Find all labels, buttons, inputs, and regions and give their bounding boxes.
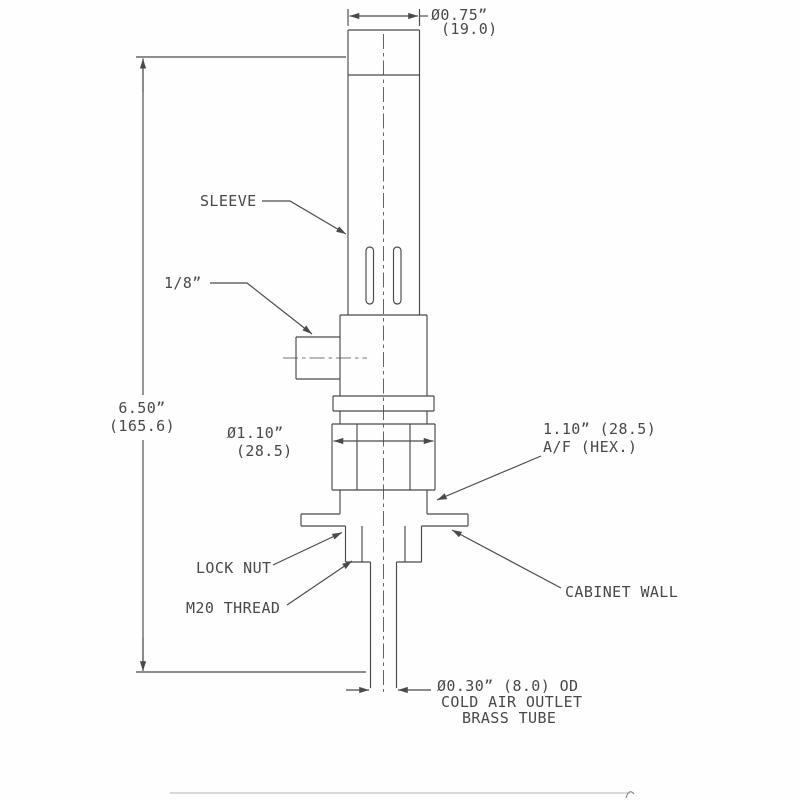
- flange-outline: [332, 395, 435, 412]
- leader-af-hex: [436, 455, 542, 501]
- footer-border: [170, 791, 635, 799]
- side-port-outline: [295, 336, 340, 380]
- sleeve-tube-outline: [347, 29, 421, 315]
- brass-tube-outline: [369, 562, 398, 688]
- label-sleeve: SLEEVE: [200, 192, 257, 210]
- cabinet-wall-outline: [300, 513, 469, 527]
- body-outline: [339, 314, 428, 396]
- label-m20-thread: M20 THREAD: [186, 599, 280, 617]
- dim-overall-height: [136, 56, 366, 673]
- label-dim-top-metric: (19.0): [441, 20, 498, 38]
- leader-m20-thread: [286, 560, 353, 606]
- label-af-hex-line1: 1.10” (28.5): [543, 420, 656, 438]
- label-outlet-line1: Ø0.30” (8.0) OD: [437, 677, 578, 695]
- dim-top-diameter: [347, 9, 428, 26]
- label-dim-top-value: Ø0.75”: [431, 6, 488, 24]
- label-dim-height-value: 6.50”: [118, 399, 165, 417]
- label-outlet-line2: COLD AIR OUTLET: [441, 693, 582, 711]
- label-cabinet-wall: CABINET WALL: [565, 583, 678, 601]
- label-af-hex-line2: A/F (HEX.): [543, 438, 637, 456]
- label-dim-height-metric: (165.6): [109, 417, 175, 435]
- label-port-size: 1/8”: [164, 274, 202, 292]
- vent-slots: [365, 246, 402, 305]
- label-dim-hex-metric: (28.5): [236, 442, 293, 460]
- label-lock-nut: LOCK NUT: [196, 559, 271, 577]
- lock-nut-outline: [344, 526, 423, 563]
- collar-outline: [339, 411, 428, 424]
- neck-outline: [339, 490, 428, 514]
- label-outlet-line3: BRASS TUBE: [462, 709, 556, 727]
- leader-cabinet-wall: [451, 529, 562, 589]
- leader-lock-nut: [272, 531, 343, 566]
- label-dim-hex-value: Ø1.10”: [227, 424, 284, 442]
- leader-sleeve: [262, 200, 347, 235]
- hex-body-outline: [331, 423, 436, 491]
- leader-port: [210, 282, 313, 335]
